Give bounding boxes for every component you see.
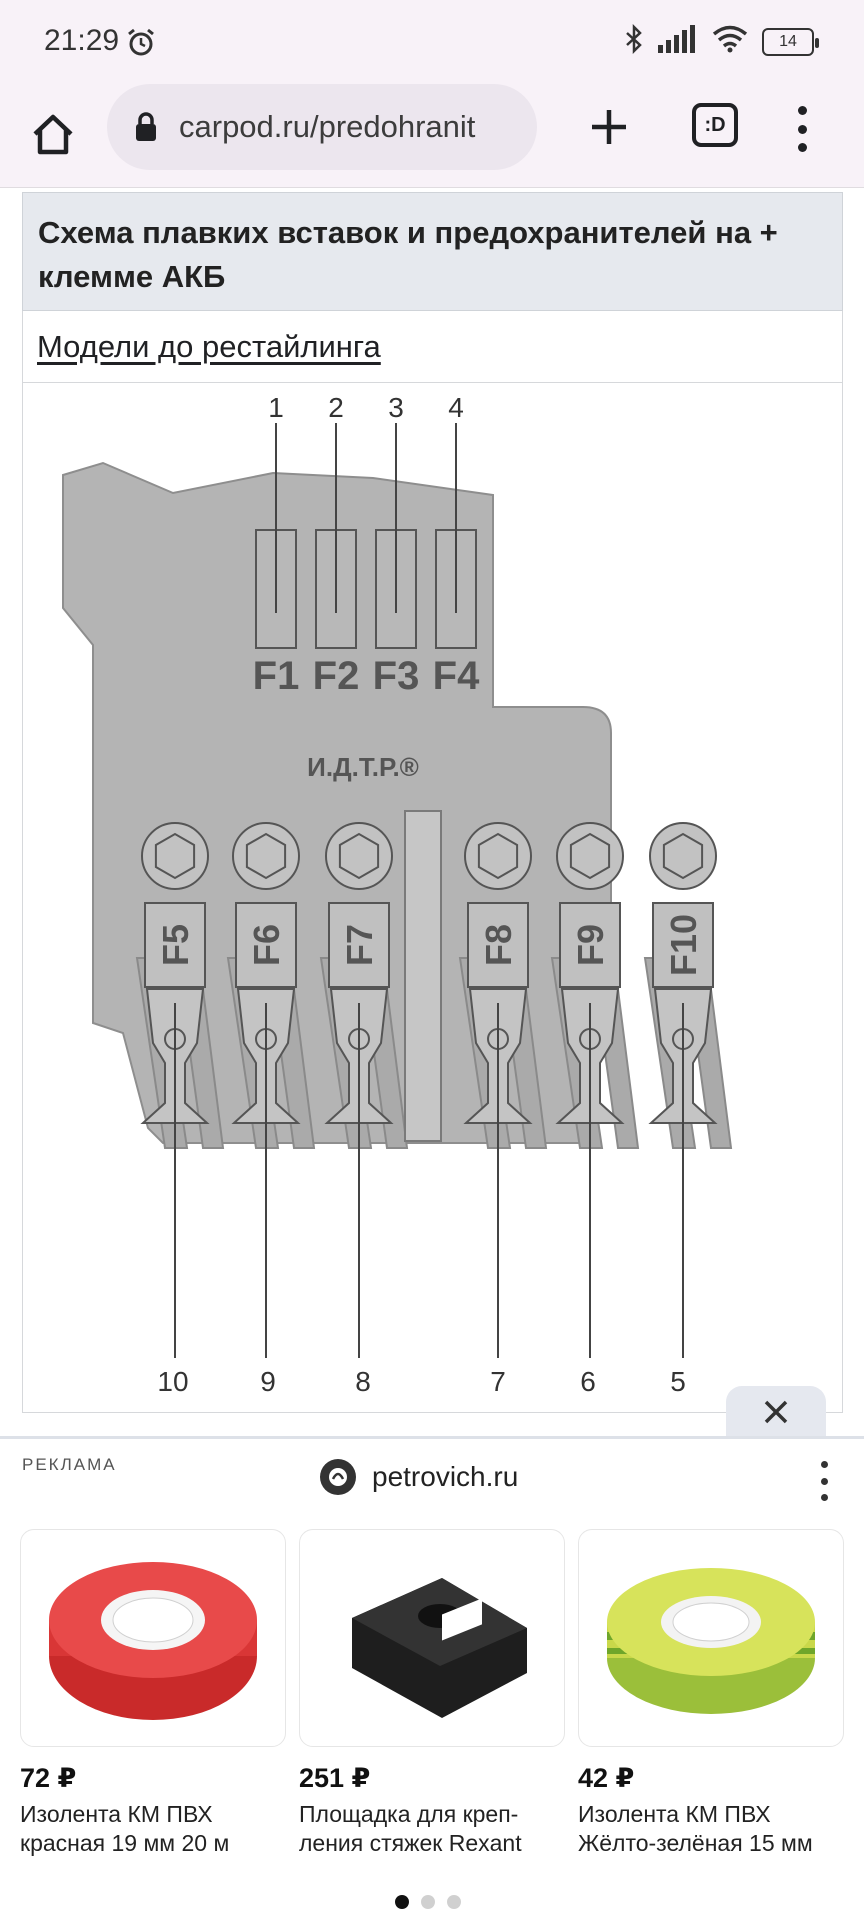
bolt-icon [556,822,624,890]
bottom-fuse [328,902,390,988]
hex-head [477,832,519,880]
new-tab-button[interactable] [584,102,634,152]
home-icon [33,114,73,155]
status-bar: 21:29 14 [0,0,864,84]
ad-banner: РЕКЛАМА petrovich.ru 72 ₽ Изолента КМ ПВ… [0,1436,864,1920]
ad-product-card[interactable]: 42 ₽ Изолента КМ ПВХ Жёлто-зелёная 15 мм [578,1529,844,1858]
address-bar[interactable]: carpod.ru/predohranit [107,84,537,170]
hex-head [569,832,611,880]
bluetooth-icon [624,23,644,59]
advertiser-name: petrovich.ru [372,1461,519,1492]
carousel-dot[interactable] [395,1895,409,1909]
alarm-icon [126,28,156,63]
product-price: 72 ₽ [20,1763,77,1793]
plus-icon [592,110,626,144]
status-icons: 14 [624,23,819,59]
menu-dot [797,106,807,115]
hex-head [662,832,704,880]
bottom-fuse [559,902,621,988]
lock-icon [136,112,156,141]
fuse-diagram-image: 1F1 2F2 3F3 4F4 F5 10 F6 9 F7 8 F8 7 F9 6 F10 5 И.Д.Т.… [62,392,733,1397]
ad-close-button[interactable] [726,1386,826,1438]
wifi-icon [712,25,748,58]
top-fuse-label: F1 [253,654,300,698]
models-link[interactable]: Модели до рестайлинга [37,328,381,364]
top-fuse-label: F4 [433,654,480,698]
ad-label: РЕКЛАМА [22,1455,117,1474]
menu-dot [797,143,807,152]
bottom-fuse [144,902,206,988]
carousel-dot[interactable] [447,1895,461,1909]
hex-head [338,832,380,880]
product-price: 42 ₽ [578,1763,635,1793]
top-fuse-label: F3 [373,654,420,698]
product-title: Изолента КМ ПВХ красная 19 мм 20 м [20,1801,230,1856]
bottom-fuse-label: F10 [663,914,704,976]
center-slot [404,810,442,1142]
bottom-fuse-label: F8 [478,924,519,966]
top-fuse-label: F2 [313,654,360,698]
browser-toolbar: carpod.ru/predohranit :D [0,84,864,188]
ad-advertiser[interactable]: petrovich.ru [320,1459,518,1495]
bottom-fuse-label: F9 [570,924,611,966]
top-callout-number: 2 [328,392,344,423]
top-callout-number: 1 [268,392,284,423]
carousel-pagination [395,1895,461,1909]
hex-head [154,832,196,880]
red-tape-image [20,1529,286,1747]
bottom-fuse [467,902,529,988]
article-content: Схема плавких вставок и предохранителей … [22,192,843,1413]
product-price: 251 ₽ [299,1763,371,1793]
bolt-icon [649,822,717,890]
product-title: Площадка для креп-ления стяжек Rexant [299,1801,522,1856]
section-heading: Схема плавких вставок и предохранителей … [22,192,843,311]
bottom-callout-number: 6 [580,1366,596,1397]
hex-head [245,832,287,880]
tab-switcher-button[interactable]: :D [692,103,738,147]
top-callout-number: 4 [448,392,464,423]
bottom-fuse [235,902,297,988]
url-text: carpod.ru/predohranit [179,109,476,144]
signal-icon [658,25,698,58]
menu-dot [797,124,807,134]
close-icon [764,1400,788,1424]
ad-menu-button[interactable] [818,1461,830,1501]
clock: 21:29 [44,24,120,57]
bottom-callout-number: 7 [490,1366,506,1397]
bottom-callout-number: 5 [670,1366,686,1397]
bottom-callout-number: 8 [355,1366,371,1397]
ad-product-card[interactable]: 251 ₽ Площадка для креп-ления стяжек Rex… [299,1529,565,1858]
bottom-fuse-label: F6 [246,924,287,966]
bolt-icon [232,822,300,890]
bolt-icon [325,822,393,890]
home-button[interactable] [28,106,78,162]
advertiser-logo-icon [320,1459,356,1495]
bottom-fuse-label: F5 [155,924,196,966]
bottom-fuse-label: F7 [339,924,380,966]
battery-icon: 14 [762,27,819,56]
yellow-green-tape-image [578,1529,844,1747]
browser-menu-button[interactable] [790,102,814,156]
bottom-callout-number: 10 [157,1366,188,1397]
carousel-dot[interactable] [421,1895,435,1909]
diagram-watermark: И.Д.Т.Р.® [307,752,419,782]
bolt-icon [141,822,209,890]
ad-product-card[interactable]: 72 ₽ Изолента КМ ПВХ красная 19 мм 20 м [20,1529,286,1858]
bolt-icon [464,822,532,890]
bottom-callout-number: 9 [260,1366,276,1397]
models-row: Модели до рестайлинга [22,311,843,383]
product-title: Изолента КМ ПВХ Жёлто-зелёная 15 мм [578,1801,813,1856]
cable-tie-mount-image [299,1529,565,1747]
top-callout-number: 3 [388,392,404,423]
bottom-fuse [652,902,714,988]
